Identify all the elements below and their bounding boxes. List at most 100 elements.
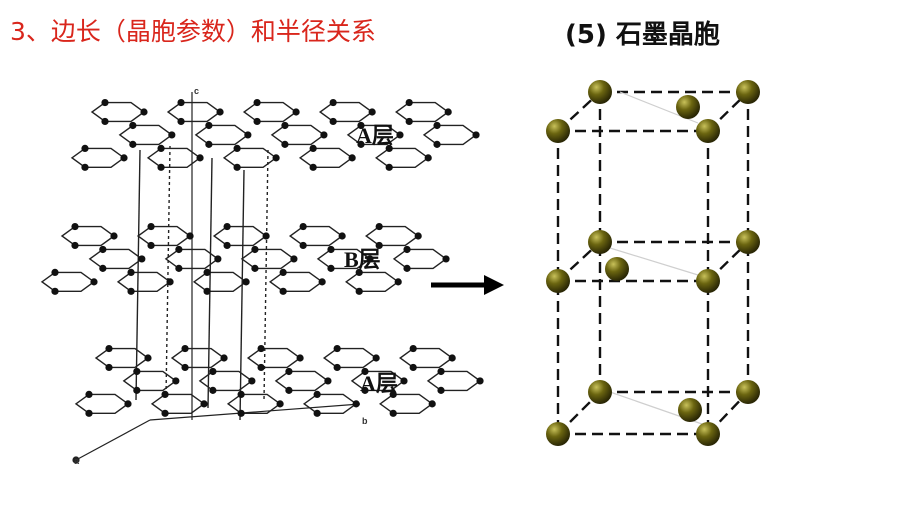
layer-a-bottom-atom <box>133 367 141 376</box>
layer-a-top-atom <box>368 108 376 116</box>
layer-a-bottom-atom <box>296 354 304 362</box>
layer-a-bottom-atom <box>361 367 369 376</box>
layer-a-bottom-atom <box>85 390 93 399</box>
layer-a-top-atom <box>216 108 224 116</box>
layer-b-atom <box>127 287 135 295</box>
layer-b-atom <box>299 222 307 231</box>
layer-a-top-atom <box>120 154 128 162</box>
layer-b-atom <box>90 278 98 286</box>
layer-b-atom <box>251 264 259 272</box>
layer-b-atom <box>394 278 402 286</box>
layer-b-atom <box>147 241 155 250</box>
layer-b-atom <box>279 287 287 295</box>
layer-a-bottom-atom <box>200 400 208 408</box>
layer-a-top-atom <box>348 154 356 162</box>
layer-b-atom <box>99 245 107 254</box>
layer-a-top-atom <box>385 144 393 153</box>
layer-a-bottom-ring <box>74 393 130 415</box>
axis-a-label: a <box>74 456 80 466</box>
layer-a-bottom-ring <box>426 370 482 392</box>
layer-a-top-atom <box>140 108 148 116</box>
layer-a-bottom-atom <box>257 344 265 353</box>
layer-a-bottom-atom <box>133 386 141 394</box>
layer-a-top-atom <box>168 131 176 139</box>
layer-b-atom <box>327 245 335 254</box>
layer-a-bottom-ring <box>170 347 226 369</box>
layer-a-top-atom <box>405 98 413 107</box>
layer-b-atom <box>51 287 59 295</box>
layer-b-atom <box>214 255 222 263</box>
layer-a-bottom-atom <box>237 409 245 417</box>
layer-a-top-atom <box>329 98 337 107</box>
layer-a-top-atom <box>357 121 365 130</box>
layer-b-atom <box>366 255 374 263</box>
layer-a-bottom-atom <box>400 377 408 385</box>
layer-a-top-ring <box>242 101 298 123</box>
layer-b-atom <box>375 222 383 231</box>
layer-a-bottom-ring <box>226 393 282 415</box>
carbon-atom <box>546 422 570 446</box>
layer-a-top-atom <box>292 108 300 116</box>
interlayer-line <box>239 169 245 421</box>
layer-a-top-atom <box>309 163 317 171</box>
layer-a-bottom-ring <box>399 347 454 369</box>
layer-a-top-ring <box>90 101 146 123</box>
layer-b-atom <box>414 232 422 240</box>
layer-a-top-atom <box>233 163 241 171</box>
carbon-atom <box>736 380 760 404</box>
layer-a-top-ring <box>375 147 430 169</box>
carbon-atom <box>546 119 570 143</box>
carbon-atom <box>696 119 720 143</box>
layer-a-top-atom <box>129 121 137 130</box>
layer-a-bottom-atom <box>276 400 284 408</box>
layer-b-ring <box>40 271 96 293</box>
axis-b-line <box>149 403 361 421</box>
layer-a-top-ring <box>395 101 450 123</box>
layer-a-top-ring <box>222 147 278 169</box>
layer-a-bottom-atom <box>181 363 189 372</box>
layer-b-atom <box>279 268 287 277</box>
layer-b-atom <box>403 245 411 254</box>
layer-a-bottom-atom <box>313 409 321 417</box>
layer-a-top-atom <box>81 163 89 171</box>
layer-a-top-atom <box>357 140 365 148</box>
layer-a-top-atom <box>272 154 280 162</box>
layer-b-atom <box>318 278 326 286</box>
layer-a-bottom-atom <box>476 377 484 385</box>
layer-a-top-ring <box>346 124 402 146</box>
layer-a-bottom-ring <box>322 347 378 369</box>
layer-a-bottom-atom <box>437 367 445 376</box>
layer-a-top-atom <box>396 131 404 139</box>
layer-a-bottom-atom <box>389 390 397 399</box>
carbon-atom <box>588 380 612 404</box>
layer-a-top-atom <box>177 98 185 107</box>
layer-label-b: B层 <box>344 247 381 272</box>
layer-a-top-atom <box>129 140 137 148</box>
layer-a-top-atom <box>309 144 317 153</box>
layer-b-atom <box>175 264 183 272</box>
layer-b-ring <box>192 271 248 293</box>
layer-a-top-atom <box>433 140 441 148</box>
layer-b-atom <box>51 268 59 277</box>
layer-b-atom <box>110 232 118 240</box>
interlayer-line <box>207 157 213 409</box>
axis-b-label: b <box>362 416 368 426</box>
layer-a-top-ring <box>118 124 174 146</box>
layer-b-atom <box>186 232 194 240</box>
layer-b-ring <box>88 248 144 270</box>
layer-a-top-atom <box>101 98 109 107</box>
layer-a-bottom-ring <box>150 393 206 415</box>
layer-a-top-atom <box>472 131 480 139</box>
layer-a-bottom-ring <box>302 393 358 415</box>
layer-a-bottom-ring <box>274 370 330 392</box>
layer-a-bottom-atom <box>428 400 436 408</box>
layer-b-ring <box>164 248 220 270</box>
layer-a-bottom-atom <box>361 386 369 394</box>
unit-cell-title: (5) 石墨晶胞 <box>565 20 720 50</box>
layer-a-bottom-atom <box>389 409 397 417</box>
layer-a-top-ring <box>70 147 126 169</box>
layer-a-bottom-atom <box>285 367 293 376</box>
